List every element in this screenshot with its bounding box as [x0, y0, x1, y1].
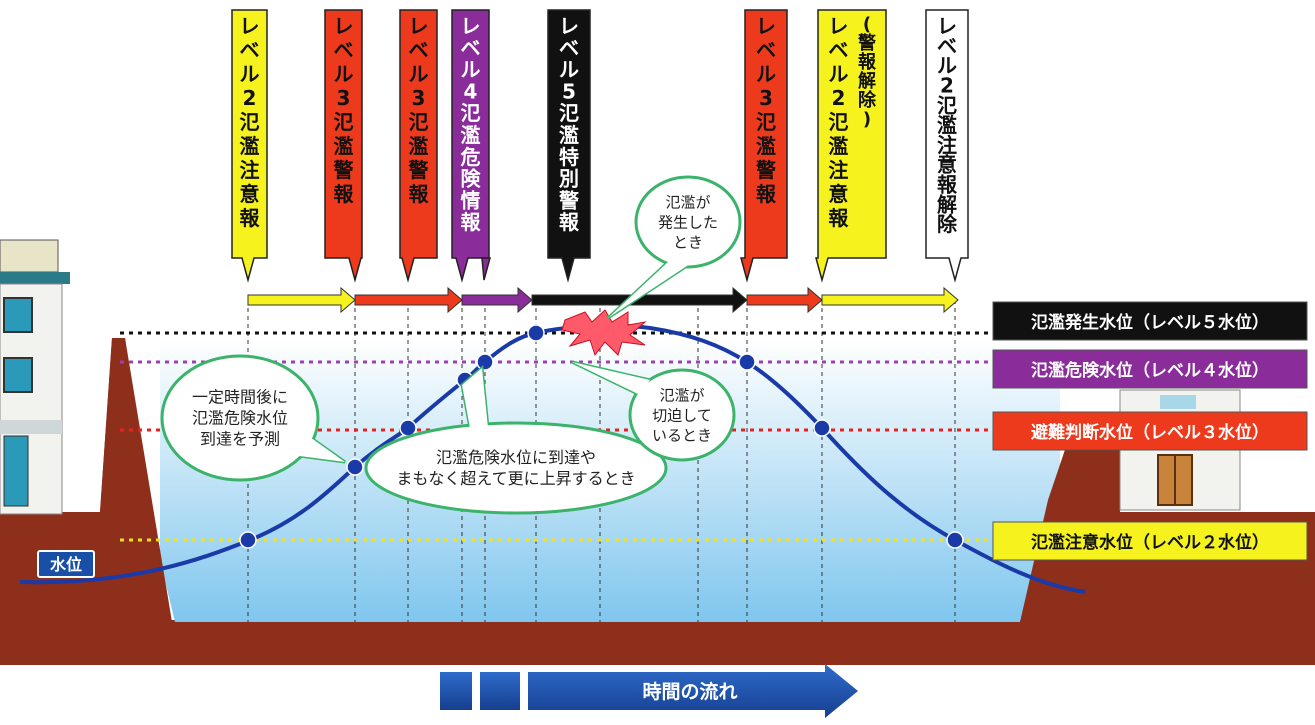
- level-point: [946, 531, 964, 549]
- bubble-text: 一定時間後に: [192, 388, 288, 407]
- bubble-text: とき: [673, 233, 703, 251]
- level-point: [346, 458, 364, 476]
- timeline-arrow: [821, 286, 959, 314]
- bubble-text: 氾濫が: [665, 193, 710, 211]
- bubble-text: 氾濫危険水位: [192, 409, 288, 428]
- timeline-arrow: [531, 286, 748, 314]
- overflow-burst-icon: [561, 309, 647, 357]
- bubble-text: 発生した: [658, 213, 718, 231]
- level-label: 避難判断水位（レベル３水位）: [1031, 422, 1269, 443]
- timeline-arrow: [746, 286, 823, 314]
- level-label-box: 避難判断水位（レベル３水位）: [992, 411, 1308, 451]
- level-label-boxes: 氾濫発生水位（レベル５水位） 氾濫危険水位（レベル４水位） 避難判断水位（レベル３水…: [992, 301, 1308, 561]
- level-label-box: 氾濫危険水位（レベル４水位）: [992, 349, 1308, 389]
- speech-bubbles: 一定時間後に氾濫危険水位到達を予測氾濫危険水位に到達やまもなく超えて更に上昇する…: [160, 175, 742, 515]
- timeline-arrow: [354, 286, 463, 314]
- level-point: [738, 353, 756, 371]
- level-label-box: 氾濫発生水位（レベル５水位）: [992, 301, 1308, 341]
- level-label: 氾濫危険水位（レベル４水位）: [1031, 360, 1269, 381]
- time-flow-arrow: 時間の流れ: [440, 664, 858, 718]
- warning-timeline-arrows: [247, 286, 959, 314]
- timeline-arrow: [247, 286, 356, 314]
- level-point: [476, 353, 494, 371]
- level-label-box: 氾濫注意水位（レベル２水位）: [992, 521, 1308, 561]
- water-label: 水位: [50, 555, 82, 574]
- left-building: [0, 239, 70, 515]
- bubble-text: 到達を予測: [200, 430, 280, 449]
- warning-card-prefix: (警報解除): [858, 14, 877, 130]
- level-label: 氾濫発生水位（レベル５水位）: [1031, 312, 1269, 333]
- timeline-arrow: [461, 286, 533, 314]
- level-point: [527, 324, 545, 342]
- water-label-box: 水位: [37, 550, 95, 578]
- time-flow-label: 時間の流れ: [642, 680, 737, 703]
- level-point: [239, 531, 257, 549]
- level-point: [813, 419, 831, 437]
- bubble-text: いるとき: [652, 426, 712, 444]
- bubble-text: まもなく超えて更に上昇するとき: [396, 469, 635, 488]
- bubble-text: 切迫して: [652, 406, 712, 424]
- level-label: 氾濫注意水位（レベル２水位）: [1031, 532, 1269, 553]
- bubble-text: 氾濫危険水位に到達や: [436, 448, 596, 467]
- water-level-curve: [19, 323, 1086, 594]
- bubble-text: 氾濫が: [659, 386, 704, 404]
